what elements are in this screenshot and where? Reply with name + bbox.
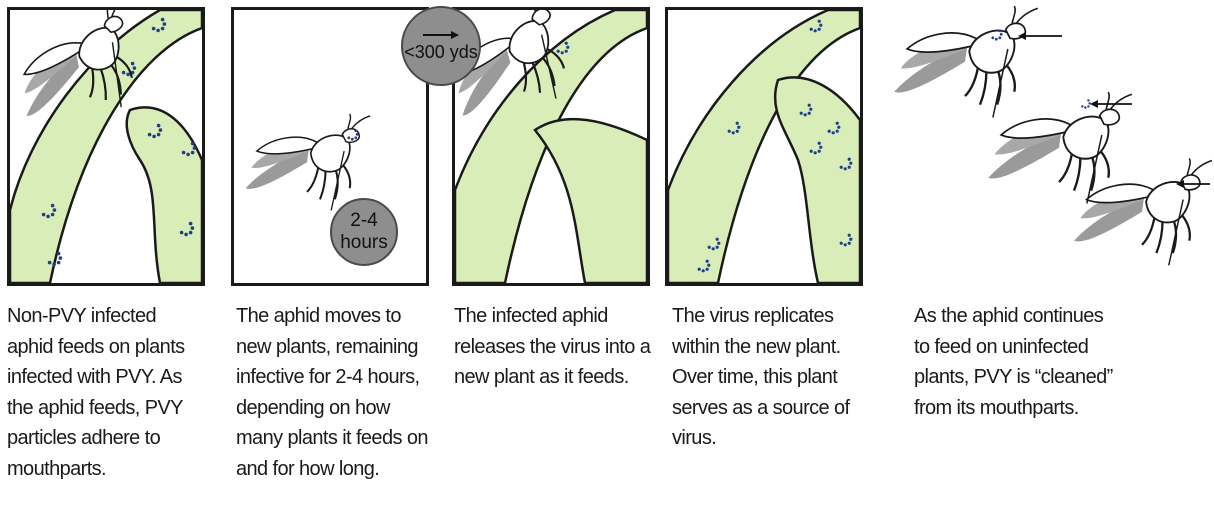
caption-1: Non-PVY infected aphid feeds on plants i…	[7, 301, 185, 484]
caption-4: The virus replicates within the new plan…	[672, 301, 850, 454]
distance-badge: <300 yds	[401, 6, 481, 86]
caption-line: infective for 2-4 hours,	[236, 362, 428, 393]
caption-3: The infected aphid releases the virus in…	[454, 301, 650, 393]
caption-line: infected with PVY. As	[7, 362, 185, 393]
arrow-icon	[1090, 100, 1132, 108]
panel-3-inoculation	[452, 7, 650, 286]
caption-line: particles adhere to	[7, 423, 185, 454]
virus-particles-icon	[1081, 99, 1091, 109]
plant-stems	[668, 10, 860, 283]
caption-line: The aphid moves to	[236, 301, 428, 332]
caption-line: mouthparts.	[7, 454, 185, 485]
time-badge-unit: hours	[340, 232, 388, 254]
caption-line: within the new plant.	[672, 332, 850, 363]
caption-line: Non-PVY infected	[7, 301, 185, 332]
panel-1-acquisition	[7, 7, 205, 286]
caption-line: Over time, this plant	[672, 362, 850, 393]
plant-stems	[455, 10, 647, 283]
caption-line: new plant as it feeds.	[454, 362, 650, 393]
panel-5-cleaning	[880, 0, 1214, 300]
time-badge: 2-4 hours	[330, 198, 398, 266]
time-badge-value: 2-4	[340, 210, 388, 232]
caption-line: to feed on uninfected	[914, 332, 1113, 363]
caption-line: depending on how	[236, 393, 428, 424]
caption-line: The infected aphid	[454, 301, 650, 332]
plant-stems	[10, 10, 202, 283]
caption-line: new plants, remaining	[236, 332, 428, 363]
caption-line: serves as a source of	[672, 393, 850, 424]
caption-line: many plants it feeds on	[236, 423, 428, 454]
caption-line: aphid feeds on plants	[7, 332, 185, 363]
panel-4-replication	[665, 7, 863, 286]
distance-badge-label: <300 yds	[404, 42, 478, 63]
panel-2-movement: 2-4 hours	[231, 7, 429, 286]
aphid-icon	[246, 114, 370, 211]
caption-line: The virus replicates	[672, 301, 850, 332]
caption-2: The aphid moves to new plants, remaining…	[236, 301, 428, 484]
caption-line: virus.	[672, 423, 850, 454]
arrow-icon	[421, 30, 461, 40]
aphids-sequence	[880, 0, 1214, 300]
caption-line: plants, PVY is “cleaned”	[914, 362, 1113, 393]
caption-line: the aphid feeds, PVY	[7, 393, 185, 424]
caption-5: As the aphid continues to feed on uninfe…	[914, 301, 1113, 423]
caption-line: releases the virus into a	[454, 332, 650, 363]
caption-line: As the aphid continues	[914, 301, 1113, 332]
arrow-icon	[1018, 32, 1062, 40]
flying-aphid	[234, 10, 426, 283]
aphid-icon	[894, 6, 1038, 117]
caption-line: from its mouthparts.	[914, 393, 1113, 424]
caption-line: and for how long.	[236, 454, 428, 485]
